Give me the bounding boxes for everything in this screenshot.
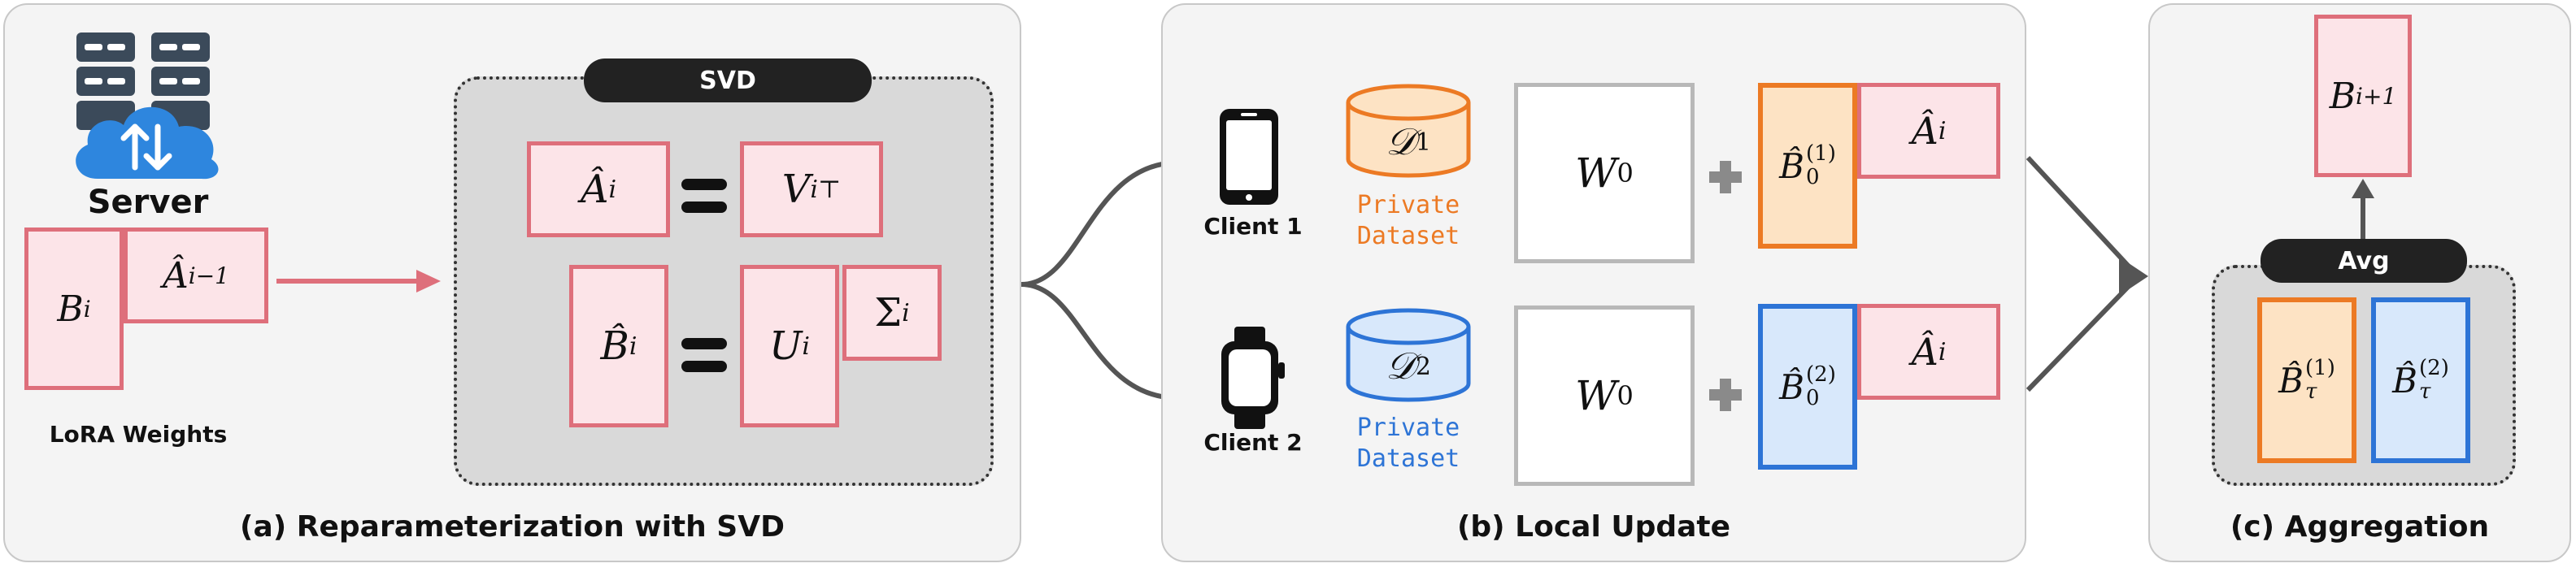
private-1-text: Private xyxy=(1356,191,1460,219)
caption-a: (a) Reparameterization with SVD xyxy=(240,510,785,544)
smartwatch-icon xyxy=(1221,327,1285,429)
client-1-label: Client 1 xyxy=(1203,213,1303,240)
d1-sub: 1 xyxy=(1415,128,1431,157)
a-prev-symbol: Â xyxy=(162,254,189,297)
b0-1-sub: 0 xyxy=(1806,165,1820,189)
u-symbol: U xyxy=(768,323,803,369)
a1-sub: i xyxy=(1938,116,1947,145)
b0-2-sub: 0 xyxy=(1806,386,1820,410)
plus-sign-2 xyxy=(1709,379,1742,411)
arrow-to-svd xyxy=(276,270,441,292)
v-sub: i xyxy=(810,175,819,204)
b-hat-sub: i xyxy=(629,332,637,361)
sigma-sub: i xyxy=(902,298,910,327)
private-dataset-1: Private Dataset xyxy=(1343,190,1473,251)
b0-client-2-box: B̂(2)0 xyxy=(1758,304,1857,470)
database-icon xyxy=(1346,84,1471,178)
v-sup: ⊤ xyxy=(818,175,842,204)
merge-arrows xyxy=(2026,155,2148,392)
w0-2-symbol: W xyxy=(1575,372,1617,419)
b-i-sub: i xyxy=(83,295,91,323)
b-hat-box: B̂i xyxy=(569,265,668,427)
cloud-sync-icon xyxy=(76,106,219,180)
b-tau-2-box: B̂(2)τ xyxy=(2371,297,2470,463)
arrow-up-avg xyxy=(2352,179,2374,242)
u-sub: i xyxy=(802,332,811,361)
b-tau-1-box: B̂(1)τ xyxy=(2257,297,2356,463)
caption-b: (b) Local Update xyxy=(1456,510,1731,544)
lora-weights-label: LoRA Weights xyxy=(49,421,228,448)
server-label: Server xyxy=(87,184,209,221)
a2-sub: i xyxy=(1938,337,1947,366)
btau-2-sub: τ xyxy=(2419,379,2431,404)
w0-1-symbol: W xyxy=(1575,150,1617,197)
smartphone-icon xyxy=(1220,109,1278,205)
d1-symbol: 𝒟 xyxy=(1386,119,1416,163)
btau-1-sub: τ xyxy=(2305,379,2317,404)
b0-client-1-box: B̂(1)0 xyxy=(1758,83,1857,249)
b0-2-symbol: B̂ xyxy=(1779,366,1805,407)
dataset-1-text: Dataset xyxy=(1356,221,1460,250)
d2-sub: 2 xyxy=(1415,352,1431,381)
avg-label: Avg xyxy=(2261,239,2467,283)
btau-2-symbol: B̂ xyxy=(2392,360,2418,401)
b0-1-sup: (1) xyxy=(1806,141,1836,167)
d2-symbol: 𝒟 xyxy=(1386,344,1416,388)
private-2-text: Private xyxy=(1356,414,1460,442)
w0-2-sub: 0 xyxy=(1617,380,1634,411)
a-hat-sub: i xyxy=(608,175,617,204)
svd-label: SVD xyxy=(584,58,872,102)
a-hat-symbol: Â xyxy=(580,167,609,212)
btau-1-symbol: B̂ xyxy=(2278,360,2304,401)
sigma-symbol: Σ xyxy=(874,290,903,336)
b0-2-sup: (2) xyxy=(1806,362,1836,388)
b0-1-symbol: B̂ xyxy=(1779,145,1805,186)
plus-sign-1 xyxy=(1709,161,1742,193)
database-icon xyxy=(1346,308,1471,402)
b-next-symbol: B xyxy=(2329,75,2356,117)
equals-sign-2 xyxy=(681,338,727,372)
client-2-label: Client 2 xyxy=(1203,429,1303,456)
caption-c: (c) Aggregation xyxy=(2230,510,2490,544)
dataset-2-text: Dataset xyxy=(1356,444,1460,473)
b-next-sub: i+1 xyxy=(2356,82,2397,110)
b-hat-symbol: B̂ xyxy=(600,323,629,369)
btau-2-sup: (2) xyxy=(2419,356,2449,381)
equals-sign-1 xyxy=(681,179,727,213)
a2-symbol: Â xyxy=(1911,330,1939,374)
btau-1-sup: (1) xyxy=(2305,356,2335,381)
private-dataset-2: Private Dataset xyxy=(1343,413,1473,474)
a1-symbol: Â xyxy=(1911,109,1939,153)
w0-1-sub: 0 xyxy=(1617,158,1634,188)
b-i-symbol: B xyxy=(57,288,84,330)
v-symbol: V xyxy=(781,167,811,212)
a-prev-sub: i−1 xyxy=(188,262,229,289)
